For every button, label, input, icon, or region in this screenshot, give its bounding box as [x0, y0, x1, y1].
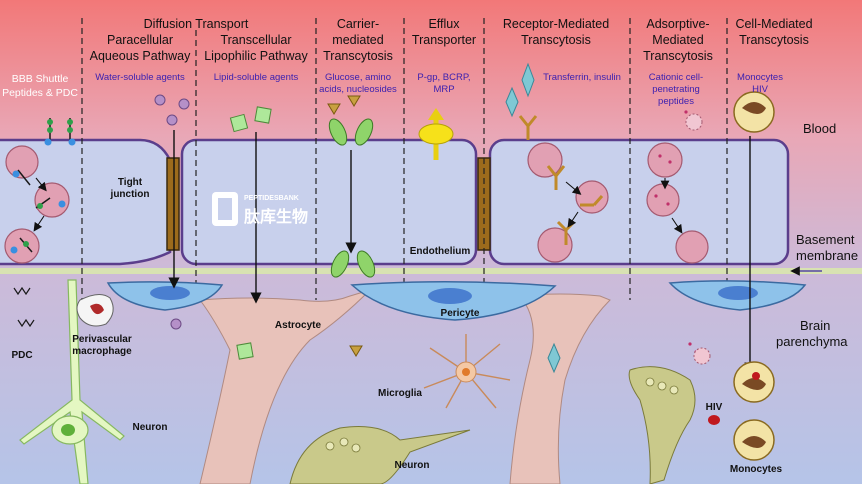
monocyte-top	[733, 91, 775, 133]
label-endothelium: Endothelium	[410, 246, 471, 257]
sub-bbb-shuttle-1: BBB Shuttle	[12, 73, 69, 85]
hiv-particle	[708, 415, 720, 425]
efflux-transporter	[418, 123, 454, 145]
header-carrier-3: Transcytosis	[323, 49, 393, 63]
lipid-soluble-particles	[229, 106, 272, 360]
microglia-processes	[423, 334, 511, 409]
sub-transferrin: Transferrin, insulin	[543, 72, 621, 83]
logo-brand: PEPTIDESBANK	[244, 195, 299, 202]
label-neuron-left: Neuron	[133, 422, 168, 433]
macrophage-nucleus	[90, 303, 104, 315]
header-receptor-1: Receptor-Mediated	[503, 17, 609, 31]
label-perivascular-2: macrophage	[72, 346, 132, 357]
vesicle-arrows	[33, 177, 683, 234]
astrocyte	[199, 289, 371, 485]
label-perivascular-1: Perivascular	[72, 334, 132, 345]
header-efflux-2: Transporter	[412, 33, 476, 47]
sub-lipid-soluble: Lipid-soluble agents	[214, 72, 299, 83]
header-carrier-2: mediated	[332, 33, 383, 47]
sub-pgp-2: MRP	[433, 84, 454, 95]
label-basement-1: Basement	[796, 232, 855, 247]
header-adsorptive-3: Transcytosis	[643, 49, 713, 63]
header-transcellular-2: Lipophilic Pathway	[204, 49, 308, 63]
sub-glucose-1: Glucose, amino	[325, 72, 391, 83]
cpp-vesicle-bottom	[693, 347, 711, 365]
sub-pgp-1: P-gp, BCRP,	[417, 72, 470, 83]
header-carrier-1: Carrier-	[337, 17, 379, 31]
receptor-ligands	[505, 62, 561, 374]
label-tight-junction-1: Tight	[118, 177, 143, 188]
header-diffusion: Diffusion Transport	[144, 17, 249, 31]
endothelial-cell-1	[0, 138, 172, 266]
pericyte-nucleus-left	[150, 286, 190, 300]
neuron-bottom-vesicles	[325, 437, 361, 453]
pdc-chains	[13, 286, 35, 328]
vesicles	[4, 142, 709, 264]
neuron-nucleus	[61, 424, 75, 436]
label-tight-junction-2: junction	[110, 189, 150, 200]
label-blood: Blood	[803, 121, 836, 136]
efflux-arrowhead	[428, 108, 444, 120]
header-paracellular-2: Aqueous Pathway	[90, 49, 192, 63]
sub-cationic-3: peptides	[658, 96, 694, 107]
basement-membrane-band	[0, 268, 862, 274]
microglia-nucleus	[462, 368, 470, 376]
sub-bbb-shuttle-2: Peptides & PDC	[2, 87, 78, 99]
sub-cationic-2: penetrating	[652, 84, 700, 95]
header-efflux-1: Efflux	[428, 17, 460, 31]
shuttle-stars	[10, 138, 76, 254]
water-soluble-particles	[154, 94, 190, 330]
header-cell-mediated-2: Transcytosis	[739, 33, 809, 47]
label-pdc: PDC	[11, 350, 32, 361]
label-basement-2: membrane	[796, 248, 858, 263]
header-adsorptive-2: Mediated	[652, 33, 703, 47]
sub-cationic-1: Cationic cell-	[649, 72, 703, 83]
sub-water-soluble: Water-soluble agents	[95, 72, 185, 83]
monocyte-middle	[733, 361, 775, 403]
carrier-proteins	[328, 118, 376, 278]
label-monocytes: Monocytes	[730, 464, 783, 475]
carrier-substrates	[327, 95, 363, 357]
sub-monocytes: Monocytes	[737, 72, 783, 83]
astrocyte-right	[509, 293, 611, 485]
header-receptor-2: Transcytosis	[521, 33, 591, 47]
cpp-vesicle-top	[685, 113, 703, 131]
label-astrocyte: Astrocyte	[275, 320, 322, 331]
label-hiv: HIV	[706, 402, 723, 413]
logo-cn: 肽库生物	[244, 207, 308, 226]
neuron-bottom	[289, 426, 471, 485]
column-separators	[81, 18, 728, 300]
header-paracellular-1: Paracellular	[107, 33, 173, 47]
pericyte-nucleus-right	[718, 286, 758, 300]
tight-junction-1	[166, 157, 180, 251]
sub-glucose-2: acids, nucleosides	[319, 84, 397, 95]
peptidesbank-logo: PEPTIDESBANK 肽库生物	[212, 192, 308, 226]
label-pericyte: Pericyte	[441, 308, 480, 319]
label-brain-2: parenchyma	[776, 334, 848, 349]
header-adsorptive-1: Adsorptive-	[646, 17, 709, 31]
neuron-right-terminal	[628, 366, 696, 485]
header-cell-mediated-1: Cell-Mediated	[735, 17, 812, 31]
pericyte-nucleus-center	[428, 288, 472, 304]
shuttle-beads	[23, 119, 73, 247]
label-brain-1: Brain	[800, 318, 830, 333]
terminal-vesicles	[645, 377, 679, 395]
monocyte-bottom	[733, 419, 775, 461]
label-microglia: Microglia	[378, 388, 422, 399]
header-transcellular-1: Transcellular	[220, 33, 291, 47]
label-neuron-bottom: Neuron	[395, 460, 430, 471]
sub-hiv: HIV	[752, 84, 769, 95]
